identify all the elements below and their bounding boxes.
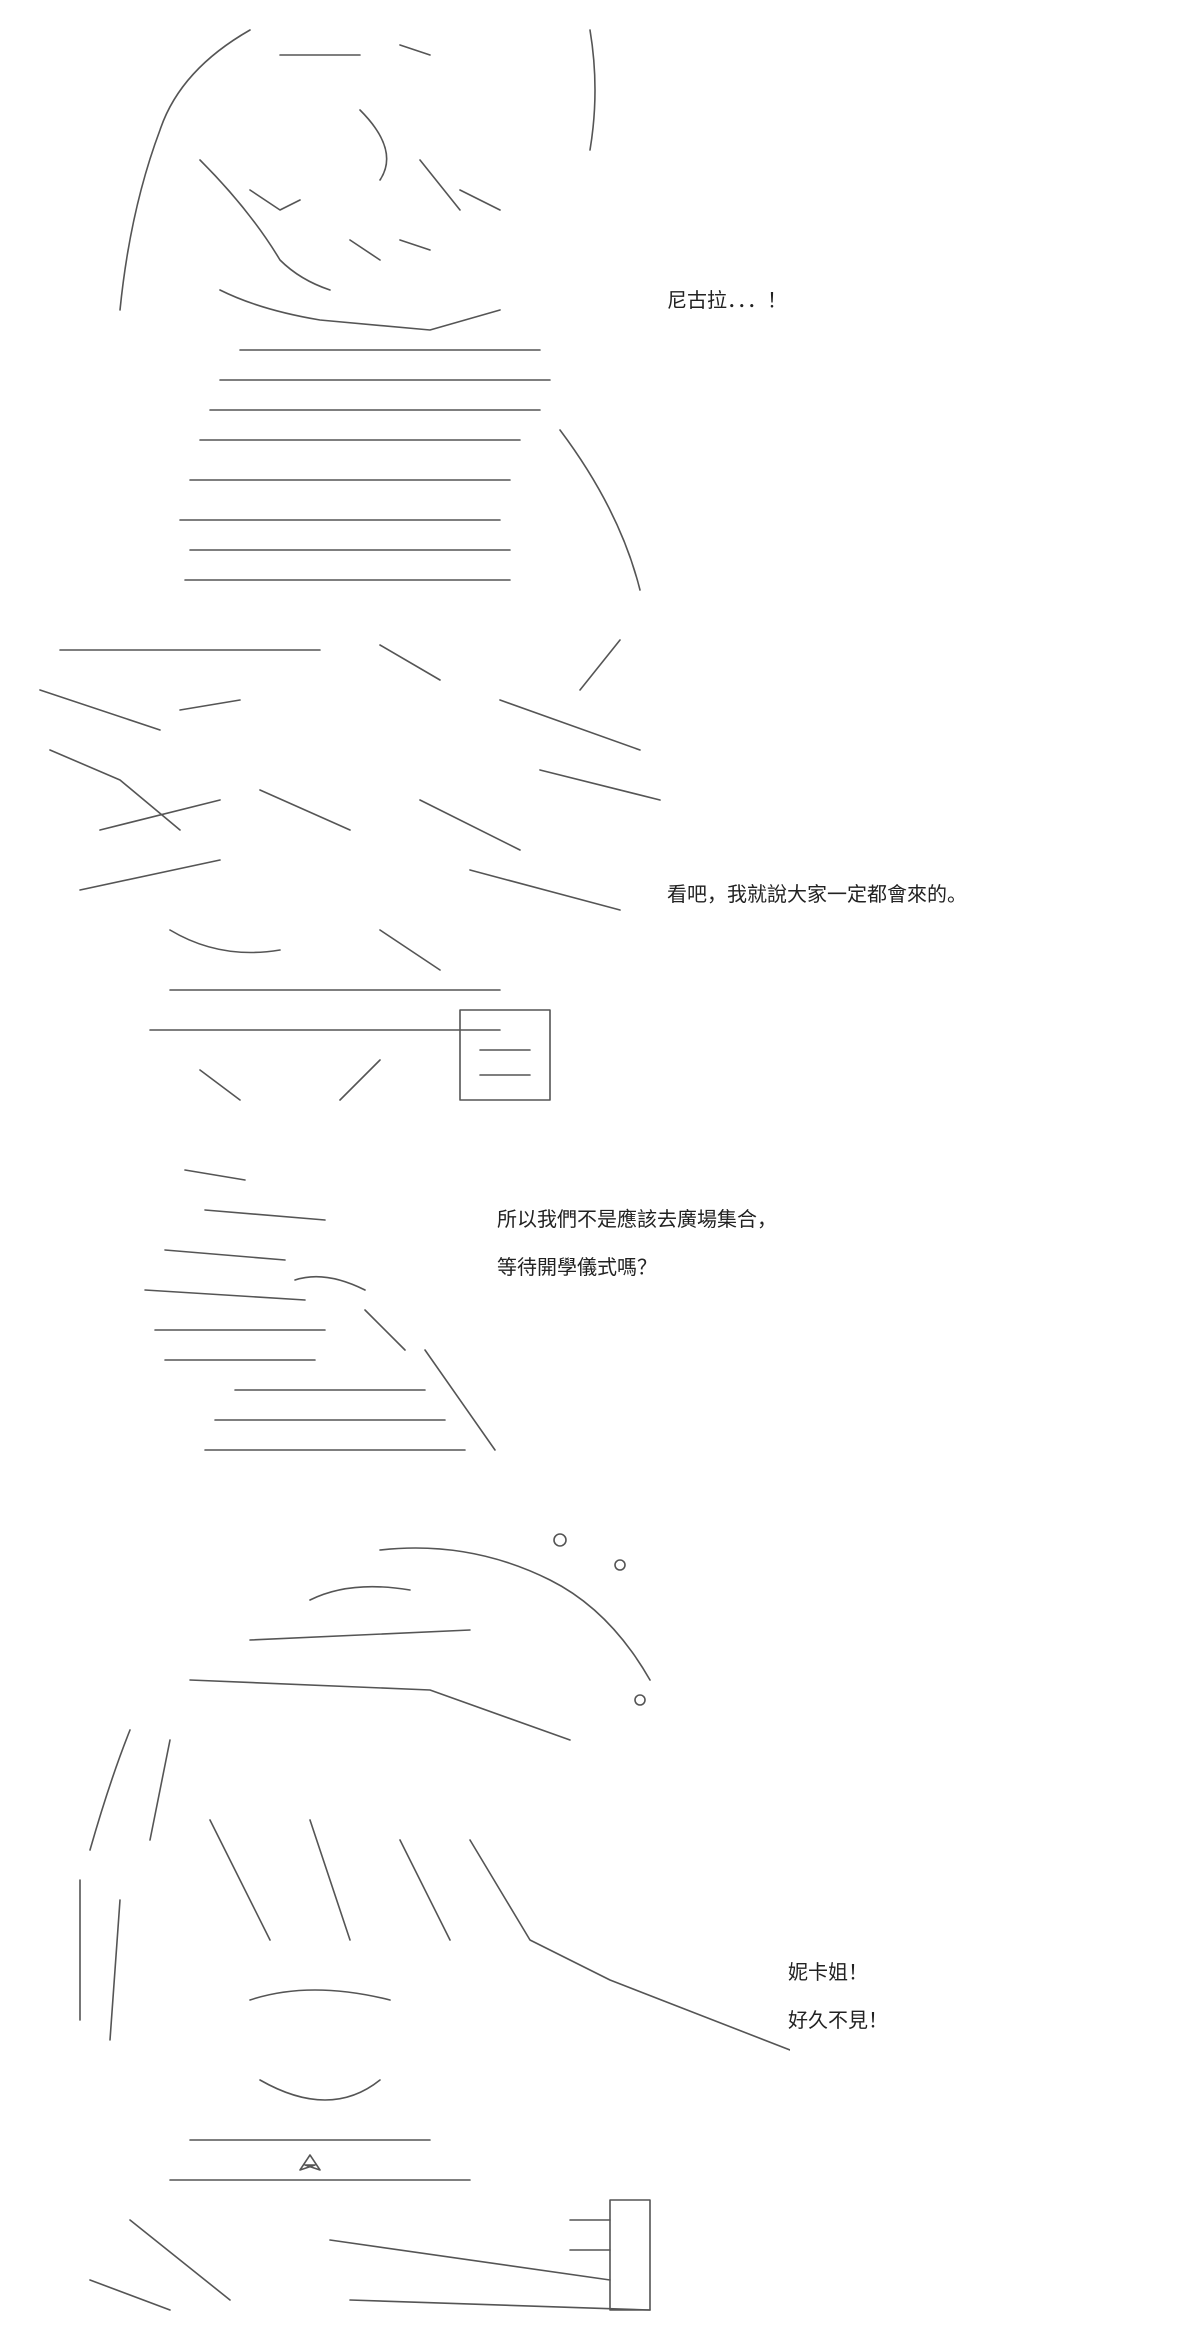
dialogue-line: 好久不見！ — [788, 2008, 888, 2032]
panel-4: 妮卡姐！ 好久不見！ — [0, 1510, 1200, 2335]
character-2-drawing — [39, 639, 661, 1101]
dialogue-line: 妮卡姐！ — [788, 1960, 868, 1984]
ascii-art-character-3 — [125, 1150, 505, 1470]
panel-2: 看吧，我就說大家一定都會來的。 — [0, 620, 1200, 1120]
dialogue-nika: 妮卡姐！ 好久不見！ — [788, 1948, 888, 2044]
ascii-art-character-1 — [100, 10, 660, 595]
character-1-drawing — [119, 29, 641, 591]
character-4-drawing — [79, 1533, 790, 2311]
ascii-art-character-2 — [20, 630, 680, 1110]
character-3-drawing — [144, 1169, 496, 1451]
dialogue-square: 所以我們不是應該去廣場集合， 等待開學儀式嗎？ — [497, 1195, 777, 1291]
dialogue-line: 看吧，我就說大家一定都會來的。 — [667, 882, 967, 906]
dialogue-line: 尼古拉．．．！ — [667, 288, 787, 312]
panel-3: 所以我們不是應該去廣場集合， 等待開學儀式嗎？ — [0, 1140, 1200, 1480]
dialogue-line: 等待開學儀式嗎？ — [497, 1255, 657, 1279]
dialogue-nikola: 尼古拉．．．！ — [667, 276, 787, 324]
dialogue-see: 看吧，我就說大家一定都會來的。 — [667, 870, 967, 918]
dialogue-line: 所以我們不是應該去廣場集合， — [497, 1207, 777, 1231]
panel-1: 尼古拉．．．！ — [0, 0, 1200, 600]
ascii-art-character-4 — [50, 1520, 790, 2320]
